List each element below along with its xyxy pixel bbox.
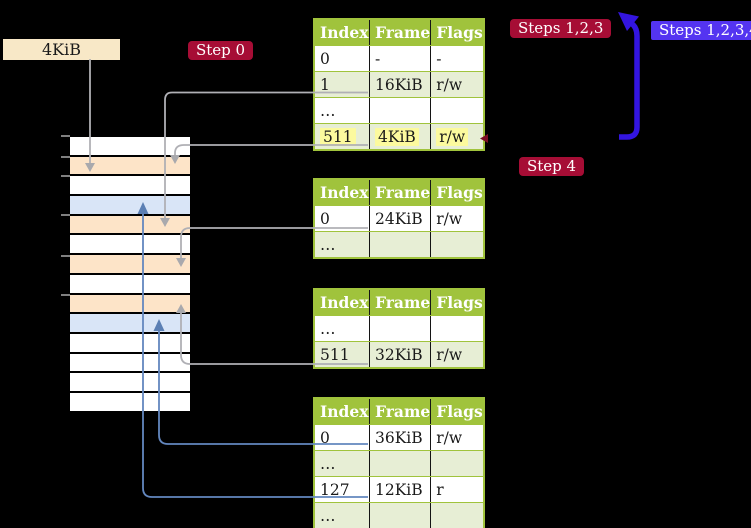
memory-frame-row [70,235,190,256]
table-header-row: Index Frame Flags [314,398,484,425]
badge-step-4: Step 4 [519,157,585,176]
cell-flags: - [436,49,442,68]
memory-tick [61,156,70,158]
column-header-flags: Flags [430,398,484,425]
page-table-1: Index Frame Flags 0 - - 1 16KiB r/w … 51… [313,18,485,151]
cell-index: … [320,319,336,338]
cell-index: … [320,235,336,254]
column-header-flags: Flags [430,179,484,206]
cell-frame: 32KiB [375,345,423,364]
column-header-frame: Frame [369,19,432,46]
cell-flags: r/w [436,209,463,228]
table-header-row: Index Frame Flags [314,19,484,46]
memory-frame-row-pagetable [70,215,190,236]
arrow-steps-loop [619,20,640,140]
cell-flags: r/w [436,428,463,447]
memory-frame-row-mapped-page [70,196,190,216]
cell-flags: r/w [436,345,463,364]
cell-frame: 24KiB [375,209,423,228]
table-header-row: Index Frame Flags [314,289,484,316]
column-header-index: Index [314,179,370,206]
memory-tick [61,255,70,257]
frame-address-label: 4KiB [3,39,120,60]
column-header-frame: Frame [369,289,432,316]
page-table-4: Index Frame Flags 0 36KiB r/w … 127 12Ki… [313,397,485,528]
memory-frame-row [70,373,190,393]
cell-index-highlighted: 511 [320,127,356,146]
memory-frame-row [70,176,190,197]
cell-index: 127 [320,480,350,499]
column-header-flags: Flags [430,19,484,46]
cell-frame-highlighted: 4KiB [375,127,419,146]
memory-frame-row [70,137,190,157]
memory-tick [61,214,70,216]
memory-tick [61,294,70,296]
column-header-flags: Flags [430,289,484,316]
cell-index: 0 [320,49,330,68]
column-header-frame: Frame [369,398,432,425]
table-row: 511 32KiB r/w [314,341,484,369]
cell-index: … [320,101,336,120]
memory-frame-row-pagetable [70,294,190,315]
table-row: … [314,315,484,342]
column-header-frame: Frame [369,179,432,206]
badge-steps-1-2-3: Steps 1,2,3 [510,19,612,38]
cell-frame: 16KiB [375,75,423,94]
cell-frame: - [375,49,381,68]
page-table-3: Index Frame Flags … 511 32KiB r/w [313,288,485,369]
table-row: 0 24KiB r/w [314,205,484,232]
table-row: … [314,502,484,528]
table-row: … [314,231,484,259]
cell-frame: 12KiB [375,480,423,499]
table-row: 127 12KiB r [314,476,484,503]
cell-flags: r/w [436,75,463,94]
memory-frame-row-pagetable [70,156,190,177]
table-row: … [314,97,484,124]
cell-frame: 36KiB [375,428,423,447]
cell-index: 0 [320,209,330,228]
badge-step-0: Step 0 [188,41,254,60]
arrowhead-up-left-icon [618,12,639,31]
cell-index: 1 [320,75,330,94]
cell-flags: r [436,480,444,499]
memory-frame-row-pagetable [70,255,190,275]
table-row: 0 36KiB r/w [314,424,484,451]
cell-index: 511 [320,345,350,364]
badge-steps-1-2-3-4: Steps 1,2,3,4 [651,21,751,40]
cell-index: 0 [320,428,330,447]
memory-frame-row [70,353,190,374]
table-row-recursive-entry: 511 4KiB r/w [314,123,484,151]
physical-memory-column [70,137,190,413]
memory-frame-row [70,392,190,413]
cell-flags-highlighted: r/w [436,127,469,146]
memory-frame-row [70,274,190,295]
page-table-2: Index Frame Flags 0 24KiB r/w … [313,178,485,259]
memory-tick [61,135,70,137]
memory-frame-row-mapped-page [70,314,190,334]
cell-index: … [320,506,336,525]
memory-tick [61,175,70,177]
column-header-index: Index [314,19,370,46]
cell-index: … [320,454,336,473]
column-header-index: Index [314,289,370,316]
memory-frame-row [70,333,190,354]
table-row: … [314,450,484,477]
column-header-index: Index [314,398,370,425]
table-row: 0 - - [314,45,484,72]
table-row: 1 16KiB r/w [314,71,484,98]
table-header-row: Index Frame Flags [314,179,484,206]
